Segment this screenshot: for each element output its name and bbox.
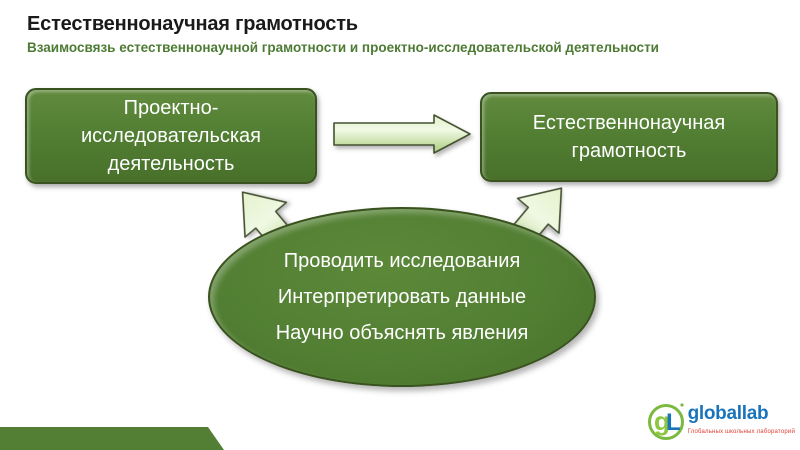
horizontal-arrow-icon xyxy=(333,114,471,154)
right-box-line: Естественнонаучная xyxy=(532,112,726,134)
right-box: Естественнонаучная грамотность xyxy=(480,92,778,182)
slide-title: Естественнонаучная грамотность xyxy=(27,13,358,35)
svg-text:g L: g L xyxy=(654,406,681,436)
ellipse-line: Интерпретировать данные xyxy=(277,286,527,308)
left-box-line: деятельность xyxy=(107,153,235,175)
right-box-line: грамотность xyxy=(571,140,687,162)
slide-subtitle: Взаимосвязь естественнонаучной грамотнос… xyxy=(27,40,659,55)
left-box: Проектно- исследовательская деятельность xyxy=(25,88,317,184)
ellipse-line: Проводить исследования xyxy=(283,250,521,272)
bottom-band xyxy=(0,427,224,450)
logo-tagline: Глобальных школьных лабораторий xyxy=(687,429,795,435)
ellipse-line: Научно объяснять явления xyxy=(275,322,529,344)
left-box-line: Проектно- xyxy=(123,97,219,119)
globallab-mark-icon: g L xyxy=(647,403,684,440)
competencies-ellipse: Проводить исследования Интерпретировать … xyxy=(208,207,596,387)
logo-text: globallab Глобальных школьных лаборатори… xyxy=(688,399,795,435)
logo-name: globallab xyxy=(687,403,769,424)
left-box-line: исследовательская xyxy=(80,125,262,147)
globallab-logo: g L globallab Глобальных школьных лабора… xyxy=(646,399,795,441)
